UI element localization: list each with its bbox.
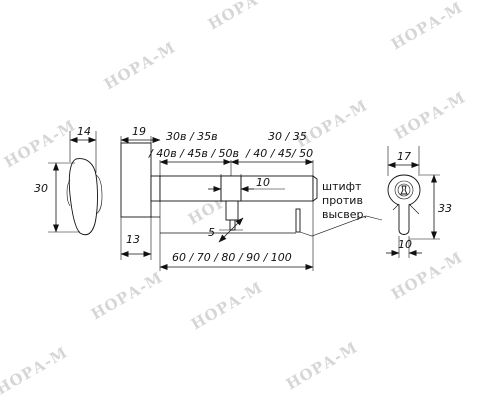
dim-cam-offset: 19 [132,125,146,138]
pin-leader-line [299,215,383,237]
cam-slot [220,175,242,202]
keyway-icon [400,185,408,195]
cylinder-front-view: 19 13 30в / 35в / 40в / 45в / 50в 30 / 3… [120,125,383,271]
watermark: НОРА-М [293,96,371,151]
watermark: НОРА-М [205,0,283,33]
watermark: НОРА-М [391,88,469,143]
collar [150,175,161,202]
watermark: НОРА-М [0,343,71,398]
dim-cam-width: 10 [256,176,270,189]
dim-left-length-1: 30в / 35в [166,130,218,143]
dim-right-length-1: 30 / 35 [268,130,307,143]
pin-note: штифт против высвер. [322,180,367,221]
dim-screw-offset: 5 [208,226,215,239]
note-line-2: против [322,194,363,207]
dim-total-length: 60 / 70 / 80 / 90 / 100 [172,251,292,264]
cylinder-profile-view: 17 33 10 [386,146,452,258]
profile-plug [397,183,411,197]
watermark: НОРА-М [388,248,466,303]
dim-profile-height: 33 [438,202,452,215]
profile-keyway-ring [394,180,414,200]
profile-outline [387,174,421,235]
dim-left-length-2: / 40в / 45в / 50в [148,147,239,160]
knob-outline [68,158,98,236]
note-line-1: штифт [322,180,362,193]
dim-knob-side-thickness: 13 [126,233,140,246]
watermark: НОРА-М [388,0,466,53]
knob-flange [120,142,152,218]
knob-inner-curve [66,179,71,207]
watermark: НОРА-М [101,38,179,93]
dim-profile-bottom-width: 10 [398,238,412,251]
cam [225,200,239,221]
dim-knob-width: 14 [77,125,91,138]
note-line-3: высвер. [322,208,367,221]
dim-knob-height: 30 [34,182,48,195]
anti-drill-pin [295,208,301,233]
watermark: НОРА-М [188,278,266,333]
knob-neck [95,174,103,215]
watermark: НОРА-М [283,338,361,393]
dim-profile-width: 17 [397,150,411,163]
cylinder-end-cap [312,175,318,202]
knob-side-view: 14 30 [34,125,103,236]
watermark: НОРА-М [88,268,166,323]
dim-right-length-2: / 40 / 45/ 50 [245,147,313,160]
